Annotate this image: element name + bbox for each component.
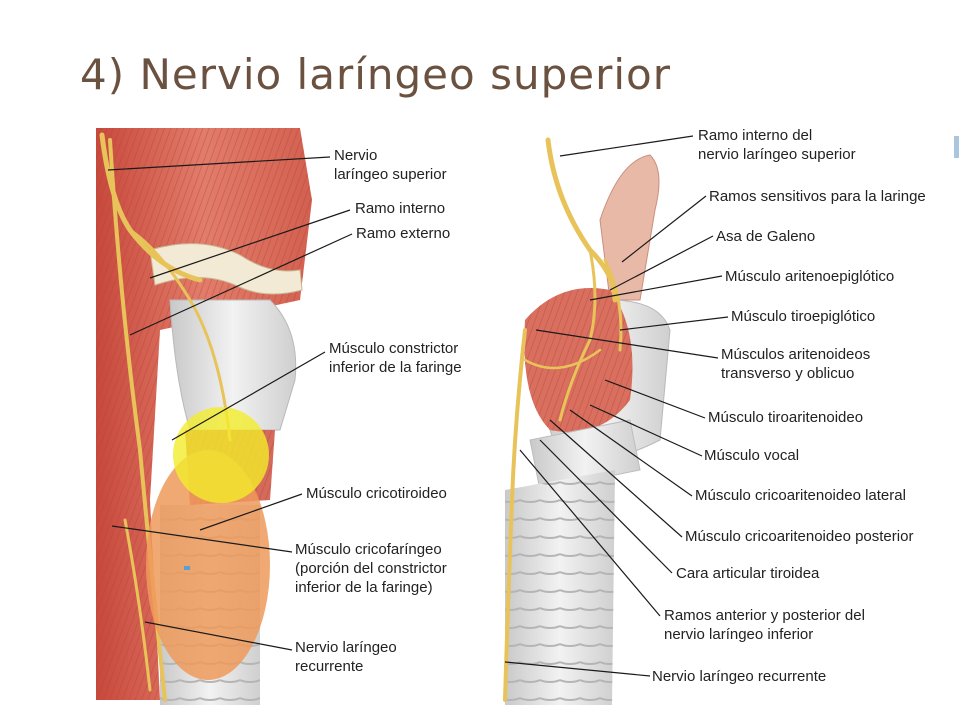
- label-musculo-vocal: Músculo vocal: [704, 447, 799, 464]
- label-asa-de-galeno: Asa de Galeno: [716, 228, 815, 245]
- label-musculo-aritenoepiglotico: Músculo aritenoepiglótico: [725, 268, 894, 285]
- accent-mark: [954, 136, 959, 158]
- right-labels: Ramo interno del nervio laríngeo superio…: [652, 127, 926, 685]
- left-labels: Nervio laríngeo superior Ramo interno Ra…: [295, 147, 462, 675]
- right-leader-lines: [504, 135, 729, 677]
- label-cara-articular-tiroidea: Cara articular tiroidea: [676, 565, 820, 582]
- label-musculo-cricofaringeo: Músculo cricofaríngeo (porción del const…: [295, 541, 451, 596]
- cricopharyngeal-highlight: [146, 450, 270, 680]
- small-mark: [184, 566, 190, 570]
- epiglottis: [599, 154, 660, 301]
- hyoid-bone: [149, 243, 303, 295]
- label-ramos-sensitivos: Ramos sensitivos para la laringe: [709, 188, 926, 205]
- label-musculo-cricoaritenoideo-posterior: Músculo cricoaritenoideo posterior: [685, 528, 913, 545]
- right-illustration: [503, 137, 671, 705]
- label-ramo-interno-nervio-sup: Ramo interno del nervio laríngeo superio…: [698, 127, 856, 163]
- label-ramo-externo: Ramo externo: [356, 225, 450, 242]
- label-musculo-cricoaritenoideo-lateral: Músculo cricoaritenoideo lateral: [695, 487, 906, 504]
- label-musculos-aritenoideos: Músculos aritenoideos transverso y oblic…: [721, 346, 874, 382]
- label-musculo-cricotiroideo: Músculo cricotiroideo: [306, 485, 447, 502]
- cricothyroid-highlight: [173, 407, 269, 503]
- label-musculo-tiroepiglotico: Músculo tiroepiglótico: [731, 308, 875, 325]
- label-musculo-constrictor: Músculo constrictor inferior de la farin…: [329, 340, 462, 376]
- label-nervio-laringeo-recurrente: Nervio laríngeo recurrente: [295, 639, 401, 675]
- label-nervio-laringeo-superior: Nervio laríngeo superior: [334, 147, 447, 183]
- label-ramos-anterior-posterior: Ramos anterior y posterior del nervio la…: [664, 607, 869, 643]
- label-ramo-interno: Ramo interno: [355, 200, 445, 217]
- label-musculo-tiroaritenoideo: Músculo tiroaritenoideo: [708, 409, 863, 426]
- slide-title: 4) Nervio laríngeo superior: [80, 50, 671, 99]
- left-illustration: [96, 128, 312, 705]
- left-leader-lines: [107, 156, 353, 651]
- label-nervio-laringeo-recurrente-der: Nervio laríngeo recurrente: [652, 668, 826, 685]
